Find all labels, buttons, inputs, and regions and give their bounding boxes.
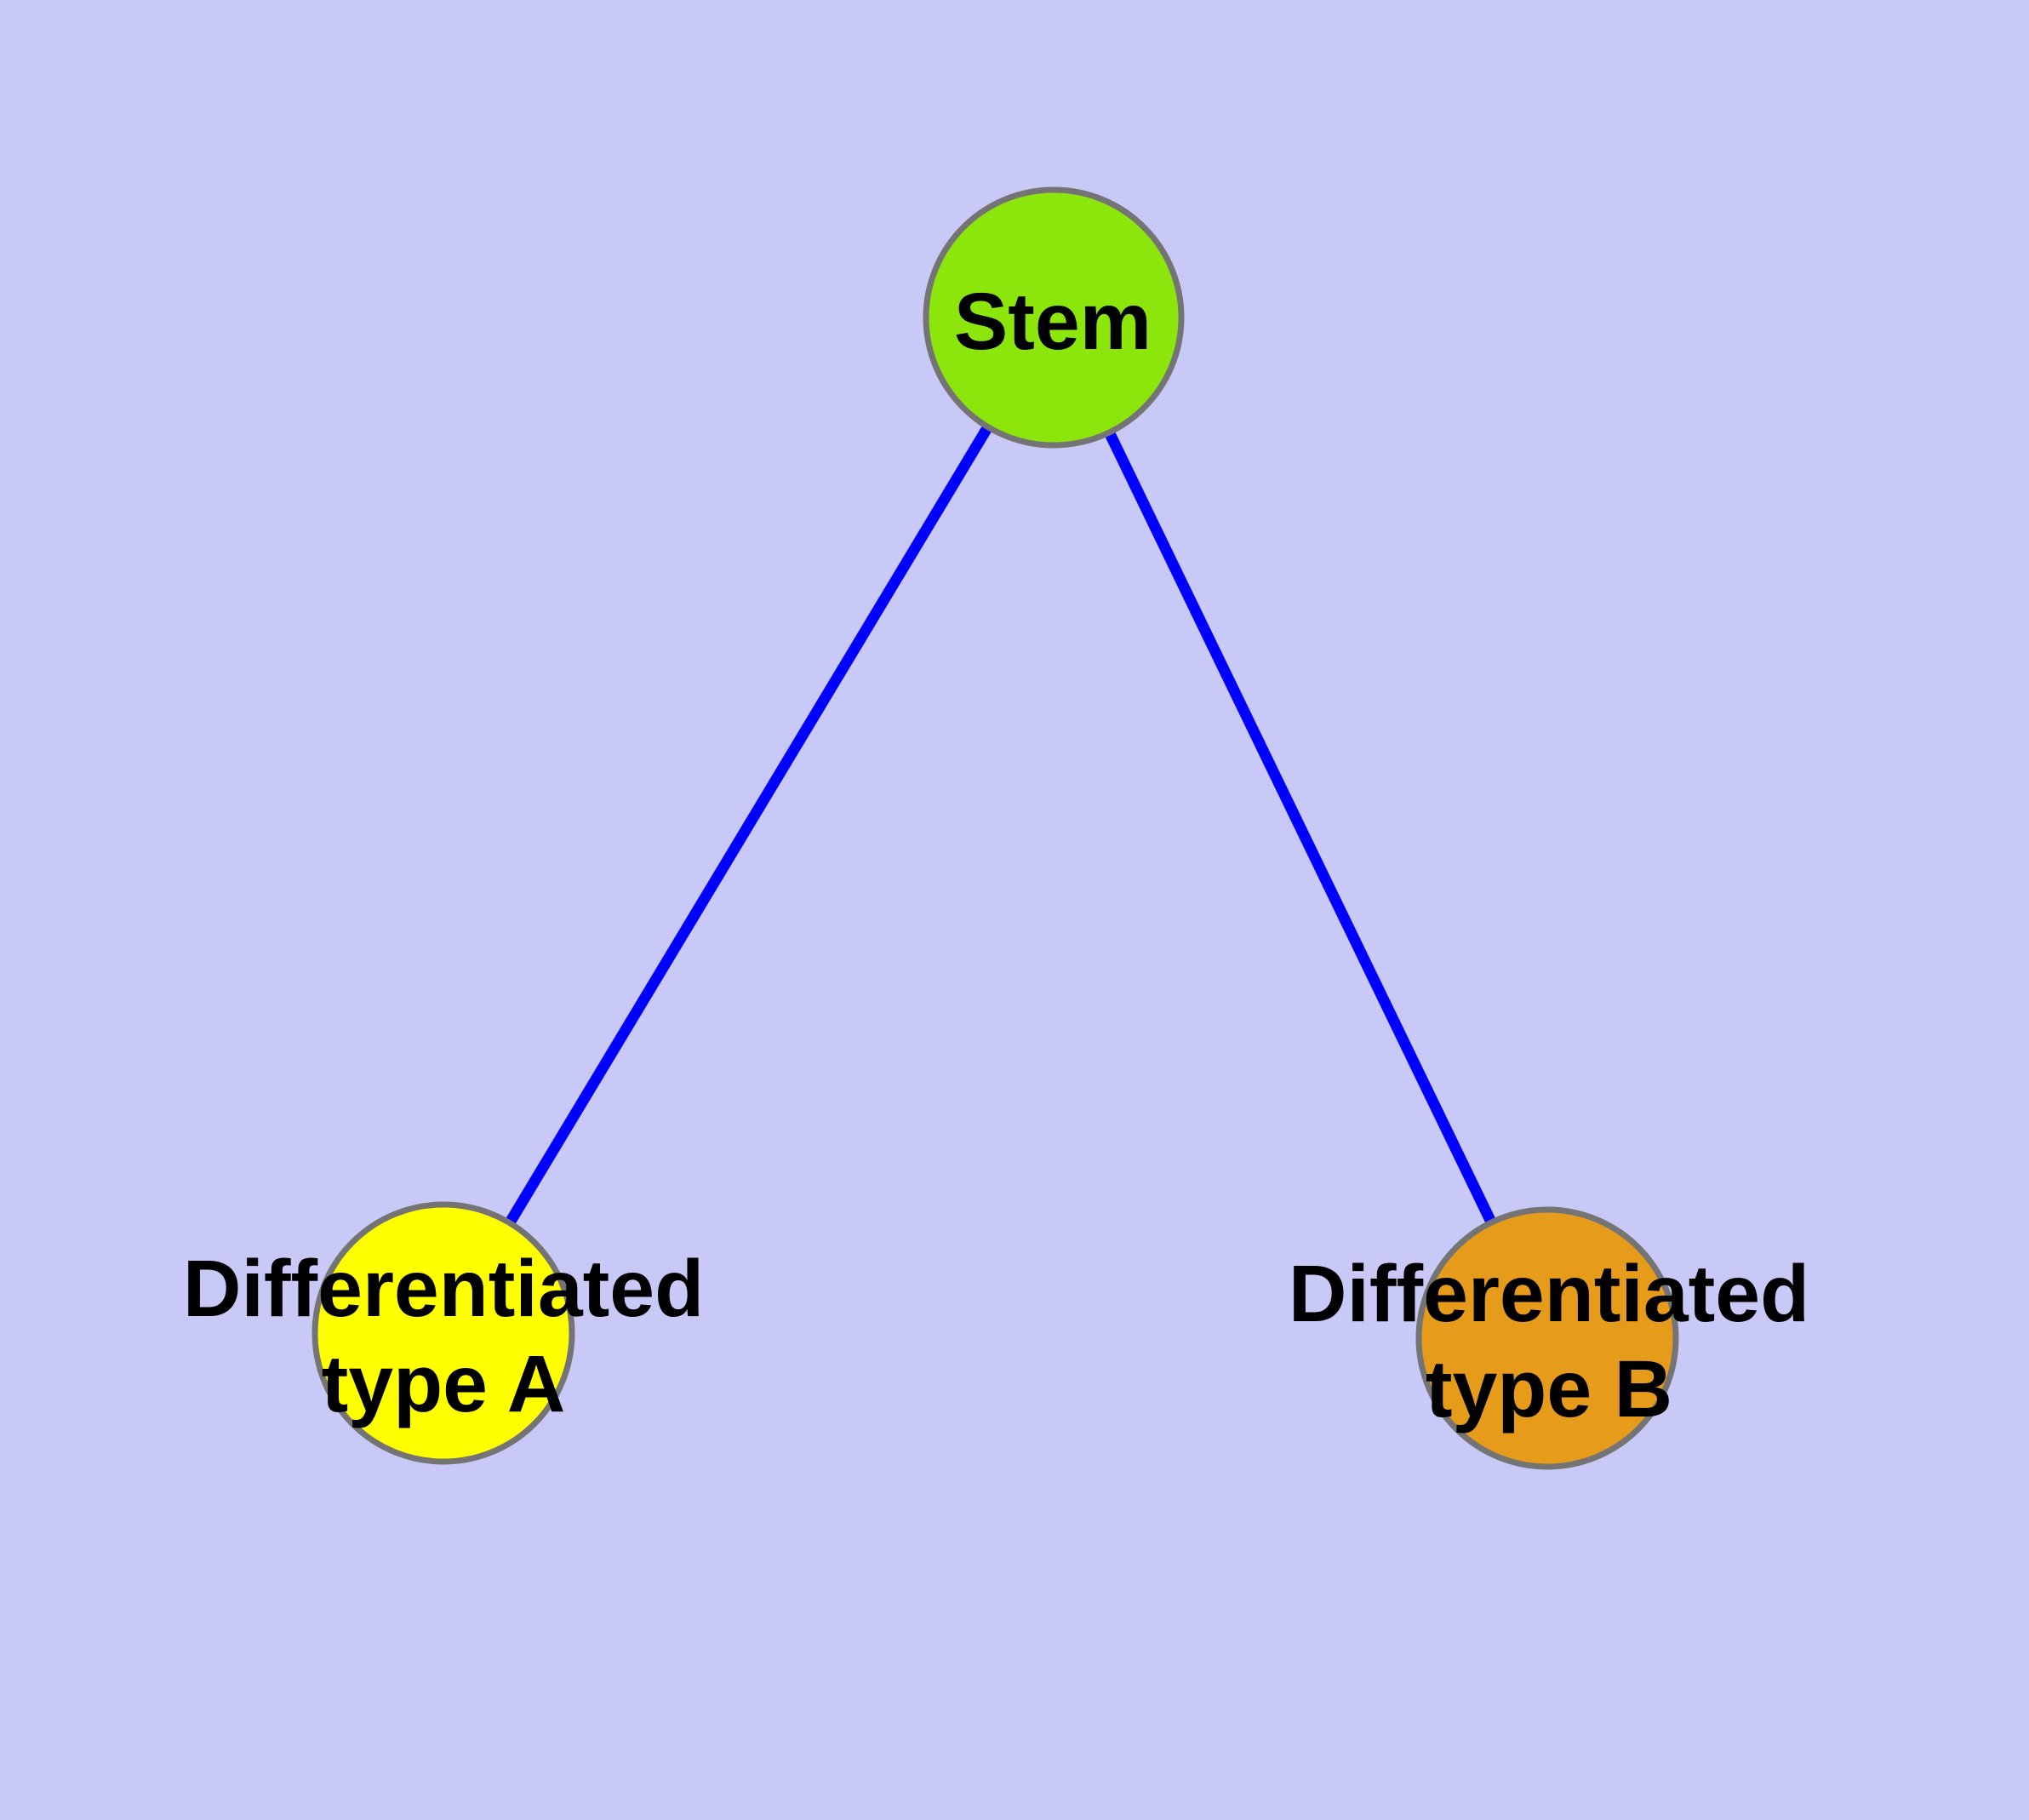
- node-label-type-b-line2: type B: [1426, 1344, 1672, 1434]
- node-label-stem: Stem: [954, 277, 1152, 367]
- node-label-type-a-line1: Differentiated: [183, 1244, 704, 1334]
- edge-stem-to-type-b: [1049, 315, 1552, 1341]
- node-label-type-b-line1: Differentiated: [1289, 1249, 1809, 1339]
- node-differentiated-type-a: [311, 1201, 575, 1465]
- node-differentiated-type-b: [1415, 1206, 1679, 1470]
- node-label-type-a-line2: type A: [322, 1339, 566, 1429]
- edge-stem-to-type-a: [438, 314, 1059, 1336]
- node-stem: [923, 186, 1185, 449]
